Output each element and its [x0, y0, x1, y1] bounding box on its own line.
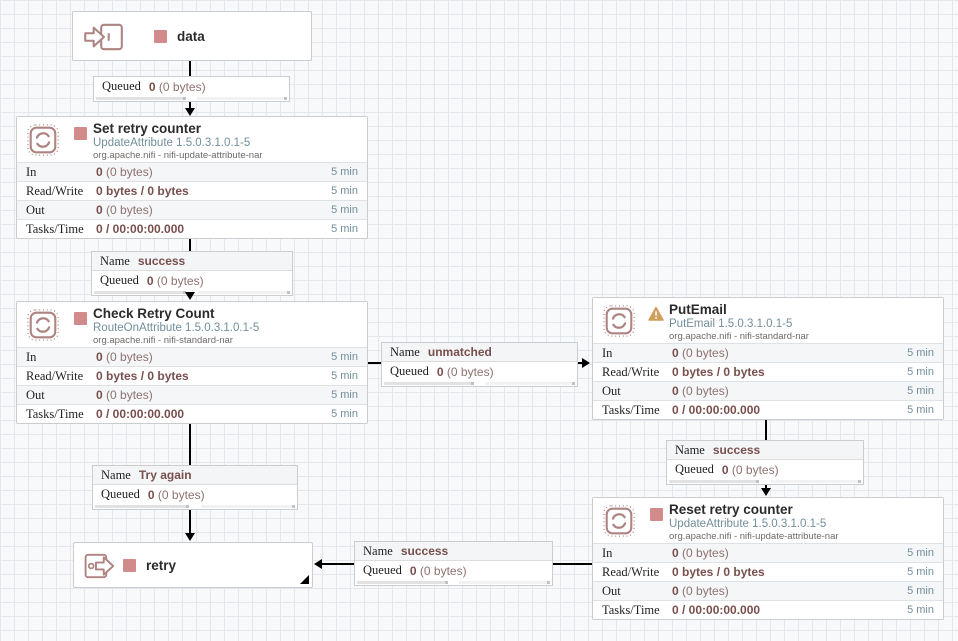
- stat-row-tasks: Tasks/Time 0 / 00:00:00.000 5 min: [593, 600, 943, 619]
- output-port-retry[interactable]: retry: [73, 542, 313, 588]
- processor-bundle: org.apache.nifi - nifi-update-attribute-…: [669, 531, 839, 542]
- backpressure-bars: [93, 504, 297, 509]
- stat-row-tasks: Tasks/Time 0 / 00:00:00.000 5 min: [593, 400, 943, 419]
- backpressure-bars: [92, 290, 292, 295]
- processor-stamp-icon: [26, 123, 60, 157]
- processor-putemail[interactable]: PutEmail PutEmail 1.5.0.3.1.0.1-5 org.ap…: [592, 297, 944, 420]
- queued-row: Queued 0 (0 bytes): [390, 364, 494, 379]
- connection-label[interactable]: Name success Queued 0 (0 bytes): [666, 440, 864, 485]
- corner-triangle-icon: [300, 575, 309, 584]
- processor-header: Set retry counter UpdateAttribute 1.5.0.…: [17, 117, 367, 162]
- stat-row-in: In 0 (0 bytes) 5 min: [593, 543, 943, 562]
- processor-header: Check Retry Count RouteOnAttribute 1.5.0…: [17, 302, 367, 347]
- queued-row: Queued 0 (0 bytes): [102, 79, 206, 94]
- arrowhead-down-icon: [185, 533, 195, 541]
- connection-label[interactable]: Queued 0 (0 bytes): [93, 76, 290, 102]
- processor-type: UpdateAttribute 1.5.0.3.1.0.1-5: [669, 518, 827, 530]
- processor-name: Check Retry Count: [93, 306, 215, 321]
- processor-name: PutEmail: [669, 302, 727, 317]
- processor-stamp-icon: [602, 504, 636, 538]
- backpressure-bars: [667, 479, 863, 484]
- processor-stamp-icon: [26, 308, 60, 342]
- processor-stamp-icon: [602, 304, 636, 338]
- arrowhead-down-icon: [185, 108, 195, 116]
- processor-header: Reset retry counter UpdateAttribute 1.5.…: [593, 498, 943, 543]
- processor-bundle: org.apache.nifi - nifi-update-attribute-…: [93, 150, 263, 161]
- processor-check-retry-count[interactable]: Check Retry Count RouteOnAttribute 1.5.0…: [16, 301, 368, 424]
- input-port-icon: [83, 22, 125, 52]
- name-row: Name unmatched: [382, 343, 577, 362]
- processor-set-retry-counter[interactable]: Set retry counter UpdateAttribute 1.5.0.…: [16, 116, 368, 239]
- processor-bundle: org.apache.nifi - nifi-standard-nar: [93, 335, 233, 346]
- processor-name: Set retry counter: [93, 121, 202, 136]
- name-row: Name Try again: [93, 466, 297, 485]
- stat-row-tasks: Tasks/Time 0 / 00:00:00.000 5 min: [17, 219, 367, 238]
- arrowhead-down-icon: [185, 292, 195, 300]
- connection-label[interactable]: Name unmatched Queued 0 (0 bytes): [381, 342, 578, 387]
- stat-row-out: Out 0 (0 bytes) 5 min: [593, 581, 943, 600]
- stat-row-tasks: Tasks/Time 0 / 00:00:00.000 5 min: [17, 404, 367, 423]
- connection-label[interactable]: Name success Queued 0 (0 bytes): [354, 541, 553, 586]
- arrowhead-left-icon: [314, 559, 322, 569]
- output-port-label: retry: [146, 558, 177, 573]
- name-row: Name success: [92, 252, 292, 271]
- processor-header: PutEmail PutEmail 1.5.0.3.1.0.1-5 org.ap…: [593, 298, 943, 343]
- backpressure-bars: [94, 96, 289, 101]
- processor-type: UpdateAttribute 1.5.0.3.1.0.1-5: [93, 137, 251, 149]
- processor-type: PutEmail 1.5.0.3.1.0.1-5: [669, 318, 793, 330]
- queued-row: Queued 0 (0 bytes): [101, 487, 205, 502]
- processor-reset-retry-counter[interactable]: Reset retry counter UpdateAttribute 1.5.…: [592, 497, 944, 620]
- stat-row-readwrite: Read/Write 0 bytes / 0 bytes 5 min: [17, 181, 367, 200]
- stat-row-readwrite: Read/Write 0 bytes / 0 bytes 5 min: [593, 562, 943, 581]
- stat-row-readwrite: Read/Write 0 bytes / 0 bytes 5 min: [593, 362, 943, 381]
- name-row: Name success: [355, 542, 552, 561]
- connection-label[interactable]: Name Try again Queued 0 (0 bytes): [92, 465, 298, 510]
- queued-row: Queued 0 (0 bytes): [363, 563, 467, 578]
- output-port-icon: [83, 552, 121, 580]
- arrowhead-down-icon: [761, 488, 771, 496]
- processor-name: Reset retry counter: [669, 502, 793, 517]
- stopped-state-square: [74, 127, 87, 140]
- backpressure-bars: [355, 580, 552, 585]
- stat-row-out: Out 0 (0 bytes) 5 min: [593, 381, 943, 400]
- queued-row: Queued 0 (0 bytes): [100, 273, 204, 288]
- stat-row-in: In 0 (0 bytes) 5 min: [593, 343, 943, 362]
- stat-row-in: In 0 (0 bytes) 5 min: [17, 347, 367, 366]
- backpressure-bars: [382, 381, 577, 386]
- queued-row: Queued 0 (0 bytes): [675, 462, 779, 477]
- input-port-data[interactable]: data: [72, 11, 312, 61]
- stat-row-readwrite: Read/Write 0 bytes / 0 bytes 5 min: [17, 366, 367, 385]
- stopped-state-square: [74, 312, 87, 325]
- stopped-state-square: [650, 508, 663, 521]
- name-row: Name success: [667, 441, 863, 460]
- processor-bundle: org.apache.nifi - nifi-standard-nar: [669, 331, 809, 342]
- arrowhead-right-icon: [582, 358, 590, 368]
- warning-triangle-icon: [648, 306, 664, 322]
- processor-type: RouteOnAttribute 1.5.0.3.1.0.1-5: [93, 322, 260, 334]
- stat-row-in: In 0 (0 bytes) 5 min: [17, 162, 367, 181]
- stat-row-out: Out 0 (0 bytes) 5 min: [17, 385, 367, 404]
- stopped-state-square: [154, 30, 167, 43]
- input-port-label: data: [177, 29, 205, 44]
- connection-label[interactable]: Name success Queued 0 (0 bytes): [91, 251, 293, 296]
- stat-row-out: Out 0 (0 bytes) 5 min: [17, 200, 367, 219]
- stopped-state-square: [123, 559, 136, 572]
